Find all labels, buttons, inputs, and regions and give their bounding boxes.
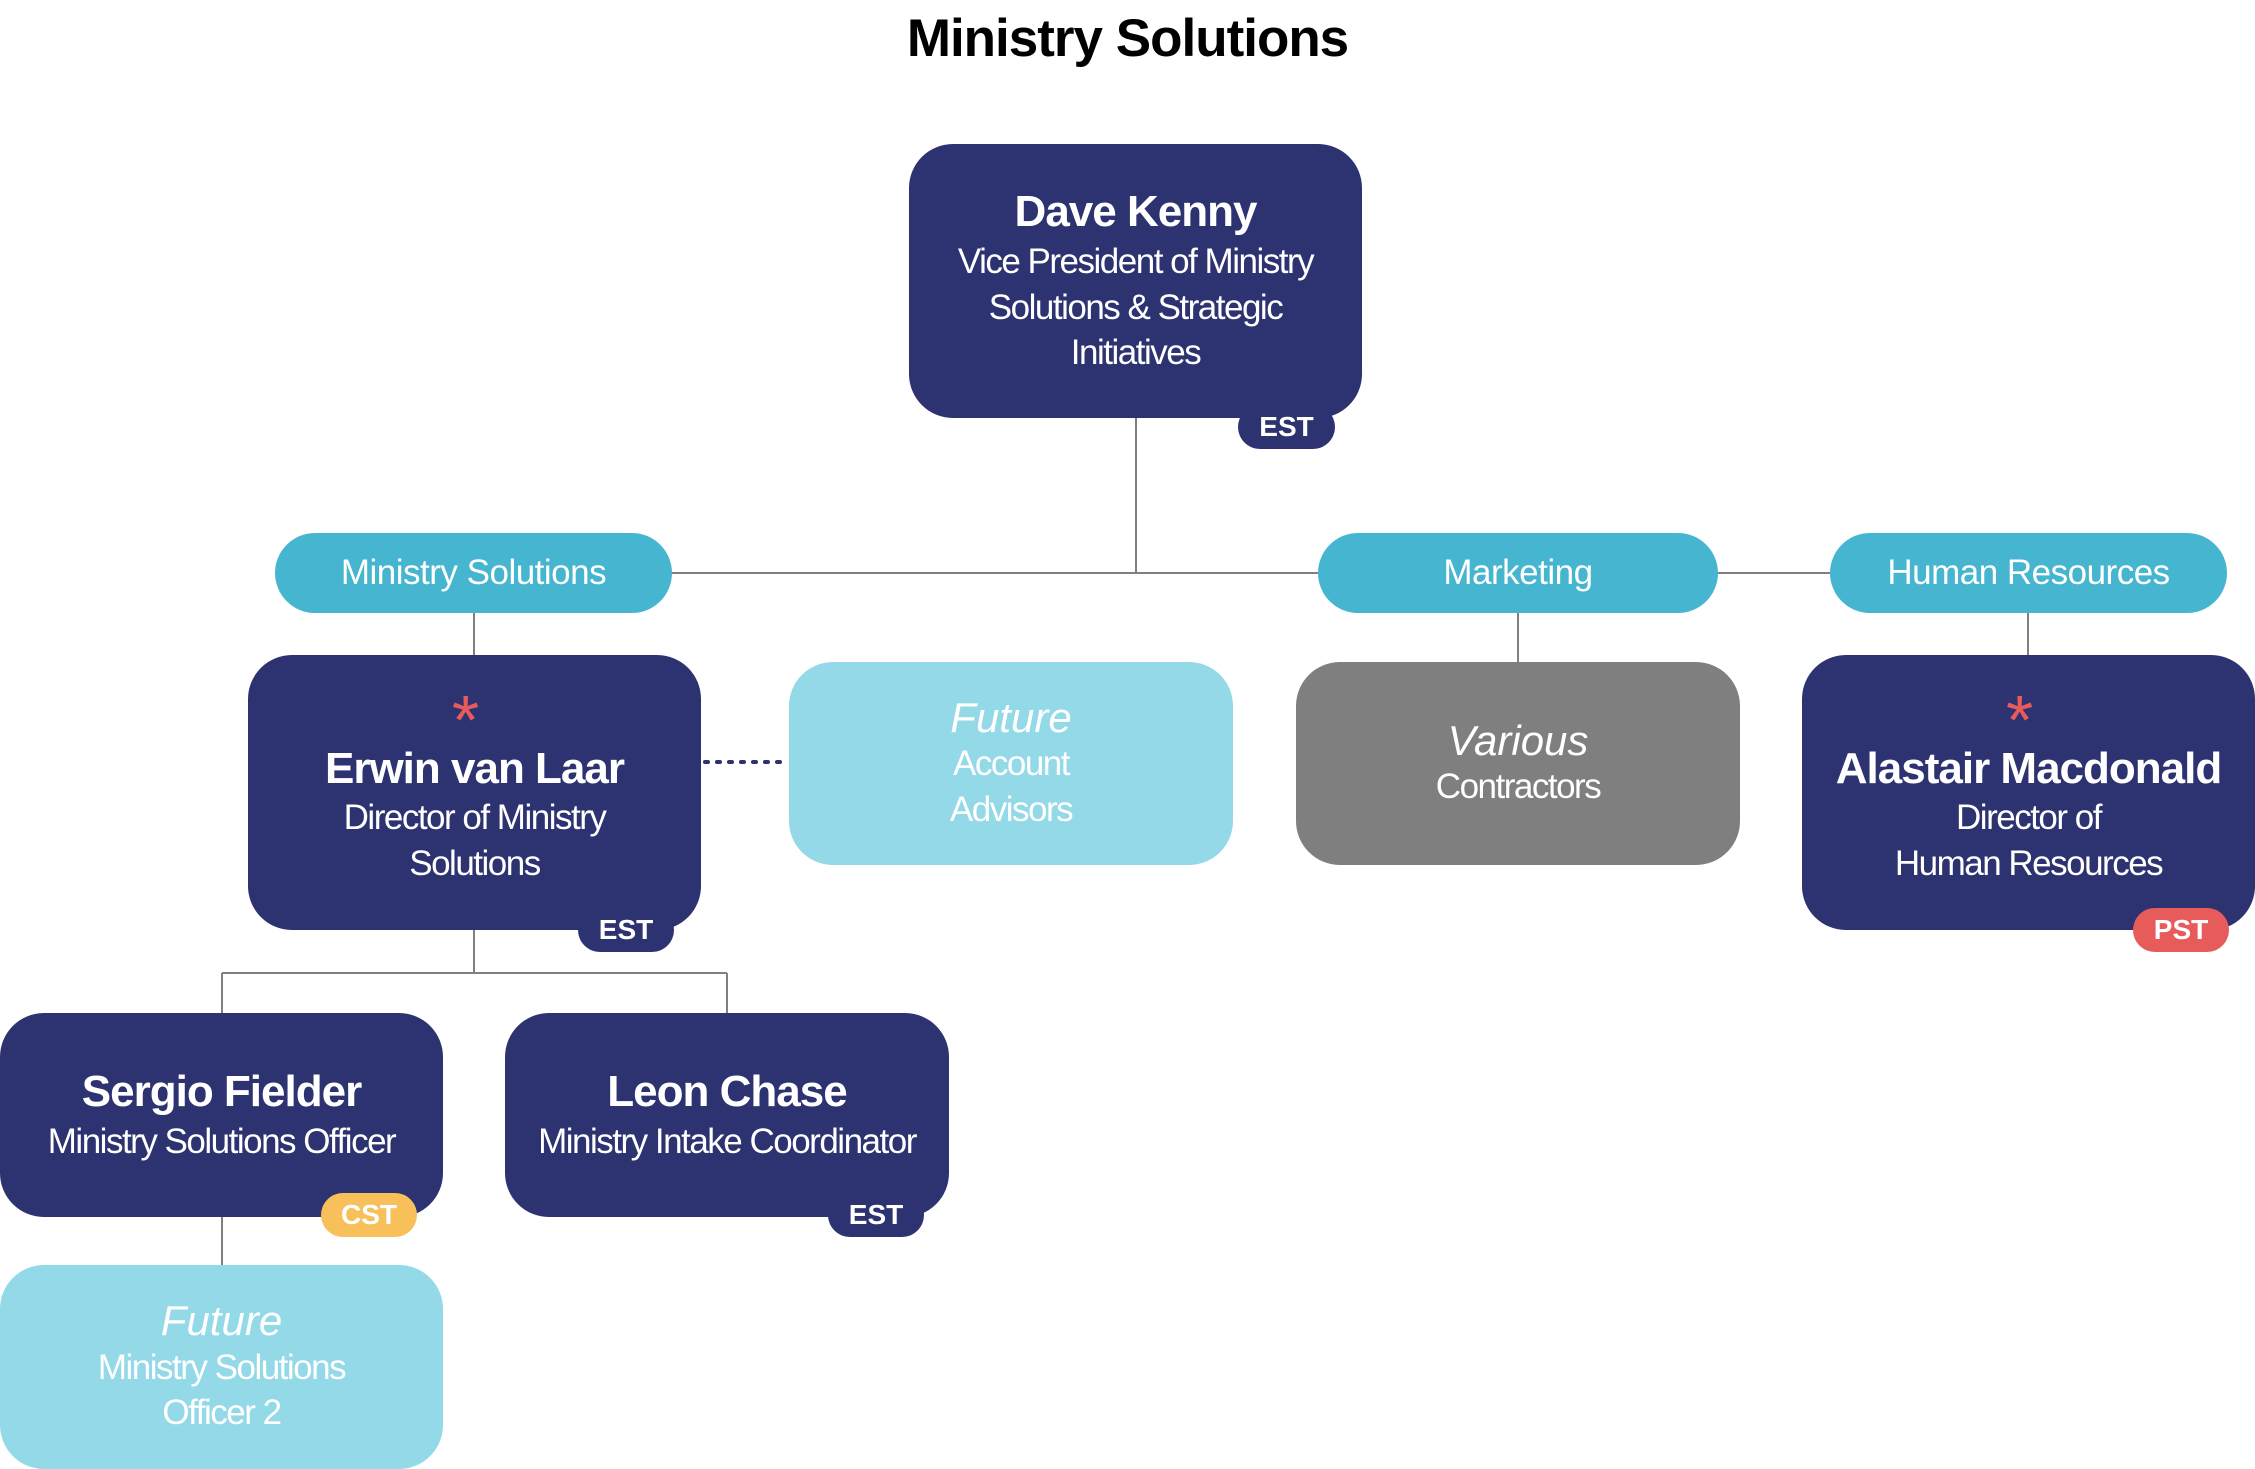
placeholder-line: Advisors <box>949 789 1074 829</box>
asterisk-marker-icon: * <box>452 681 480 759</box>
person-role-line: Director of <box>1956 798 2102 838</box>
timezone-badge: EST <box>1238 405 1335 449</box>
dept-ministry-solutions: Ministry Solutions <box>275 533 672 613</box>
dept-marketing: Marketing <box>1318 533 1718 613</box>
placeholder-line: Ministry Solutions <box>97 1347 347 1387</box>
person-name: Dave Kenny <box>1014 187 1258 237</box>
timezone-badge: EST <box>828 1193 924 1237</box>
card-future-officer-2: Future Ministry Solutions Officer 2 <box>0 1265 443 1469</box>
person-role-line: Human Resources <box>1894 843 2164 883</box>
person-role-line: Ministry Solutions Officer <box>47 1121 397 1161</box>
person-role-line: Solutions <box>409 843 541 883</box>
person-role-line: Ministry Intake Coordinator <box>538 1121 917 1161</box>
placeholder-label: Future <box>160 1297 283 1345</box>
placeholder-label: Future <box>950 693 1072 741</box>
dept-human-resources: Human Resources <box>1830 533 2227 613</box>
timezone-badge: PST <box>2133 908 2229 952</box>
person-role-line: Vice President of Ministry <box>957 242 1315 282</box>
card-future-account-advisors: Future Account Advisors <box>789 662 1233 865</box>
card-leon-chase: Leon Chase Ministry Intake Coordinator <box>505 1013 949 1217</box>
person-name: Erwin van Laar <box>324 743 625 793</box>
person-name: Leon Chase <box>607 1066 847 1116</box>
person-role-line: Initiatives <box>1070 333 1202 373</box>
chart-title: Ministry Solutions <box>906 9 1349 68</box>
person-role-line: Director of Ministry <box>343 798 607 838</box>
card-alastair-macdonald: Alastair Macdonald Director of Human Res… <box>1802 655 2255 930</box>
asterisk-marker-icon: * <box>2006 681 2034 759</box>
placeholder-line: Account <box>953 744 1070 784</box>
person-name: Alastair Macdonald <box>1835 743 2222 793</box>
card-dave-kenny: Dave Kenny Vice President of Ministry So… <box>909 144 1362 418</box>
person-name: Sergio Fielder <box>81 1066 362 1116</box>
person-role-line: Solutions & Strategic <box>988 287 1284 327</box>
card-various-contractors: Various Contractors <box>1296 662 1740 865</box>
placeholder-line: Contractors <box>1435 766 1602 806</box>
card-sergio-fielder: Sergio Fielder Ministry Solutions Office… <box>0 1013 443 1217</box>
placeholder-label: Various <box>1447 716 1589 764</box>
card-erwin-van-laar: Erwin van Laar Director of Ministry Solu… <box>248 655 701 930</box>
placeholder-line: Officer 2 <box>162 1393 282 1433</box>
timezone-badge: CST <box>321 1193 417 1237</box>
timezone-badge: EST <box>578 908 674 952</box>
